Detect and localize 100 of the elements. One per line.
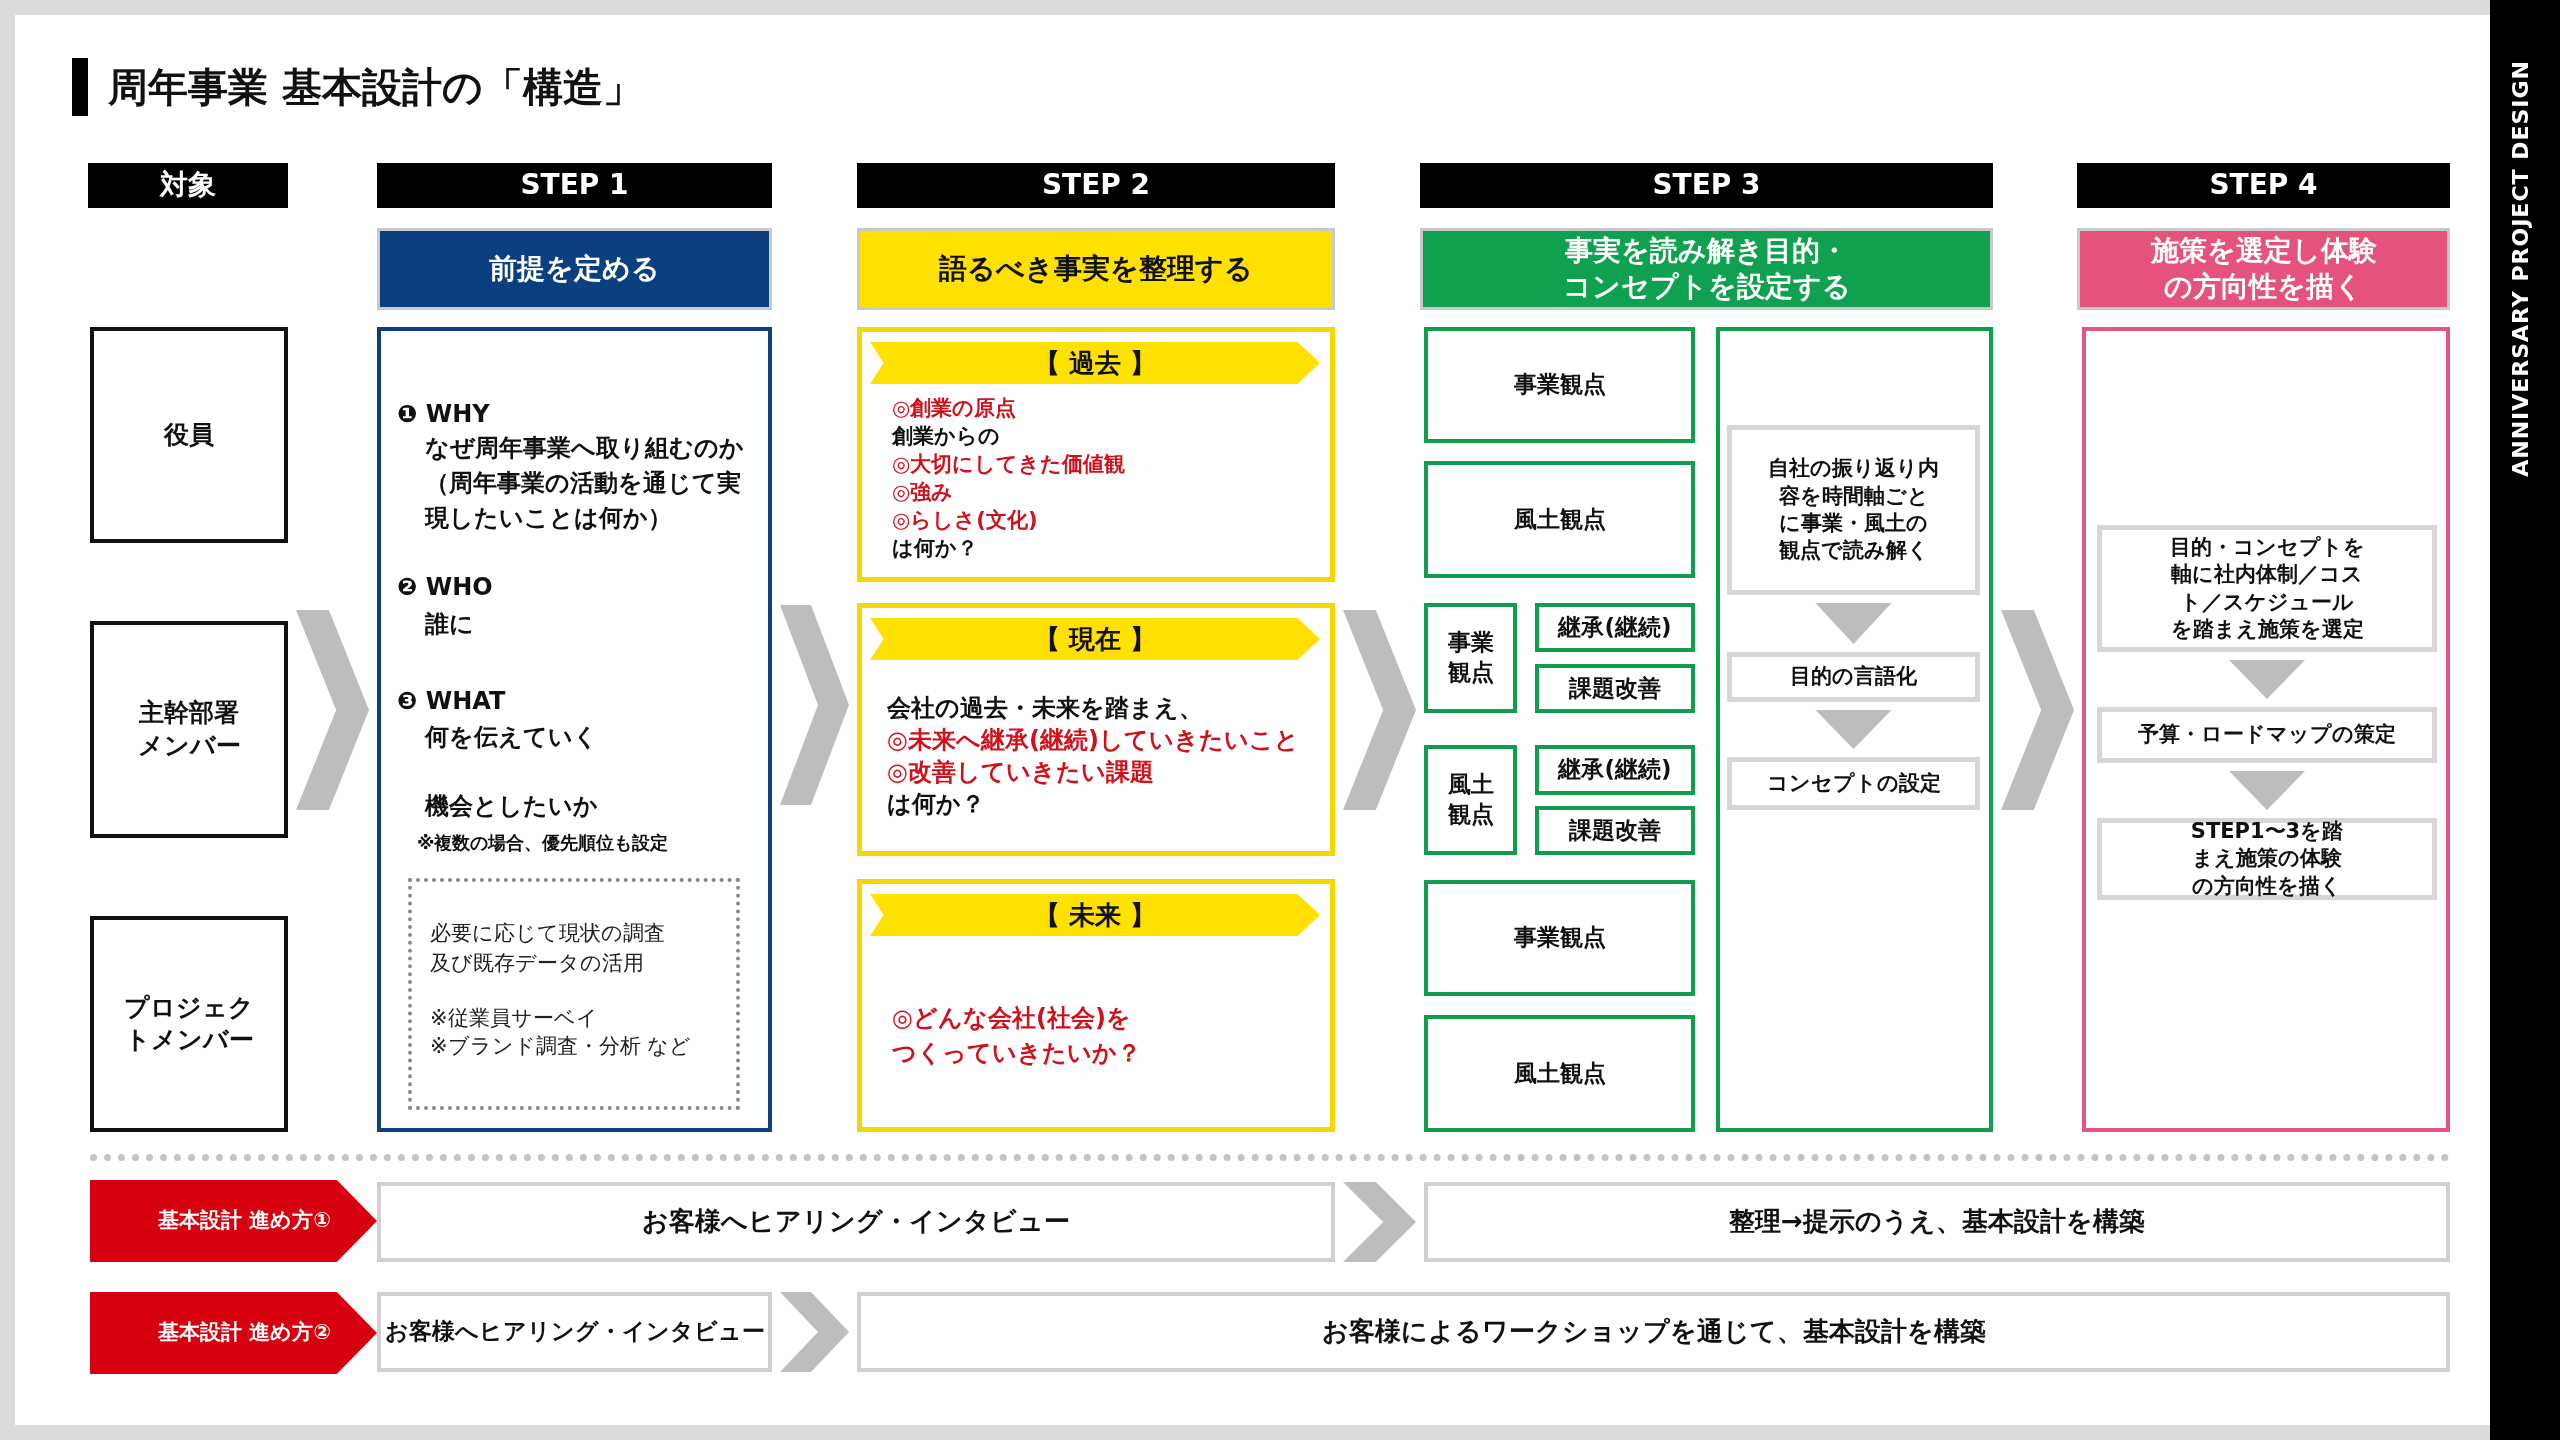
- step-panel: [377, 327, 772, 1132]
- note-text: ※ブランド調査・分析 など: [430, 1033, 693, 1060]
- column-title: STEP 2: [1041, 167, 1151, 204]
- step-heading-box: [377, 228, 772, 310]
- step-title: 事実を読み解き目的・コンセプトを設定する: [1561, 232, 1852, 305]
- process-box: [1424, 1182, 2450, 1262]
- list-line: ◎大切にしてきた価値観: [892, 451, 1127, 478]
- process-text: コンセプトの設定: [1766, 769, 1941, 797]
- list-line: ◎らしさ(文化): [892, 507, 1039, 534]
- chevron-arrow: [296, 610, 369, 810]
- process-box: [377, 1182, 1335, 1262]
- item-text: 機会としたいか: [425, 791, 599, 822]
- process-text: お客様へヒアリング・インタビュー: [384, 1317, 765, 1347]
- list-line: 創業からの: [892, 423, 1001, 450]
- column-header: [88, 163, 288, 208]
- process-box: [2097, 818, 2437, 900]
- viewpoint-box: [1424, 745, 1517, 855]
- viewpoint-box: [1424, 1015, 1695, 1132]
- column-title: STEP 3: [1652, 167, 1761, 204]
- arrow-tag: [90, 1292, 377, 1374]
- topic-panel: [857, 879, 1335, 1132]
- role-box: [90, 916, 288, 1132]
- column-header: [377, 163, 772, 208]
- heading-banner: 【 過去 】: [870, 342, 1320, 384]
- item-heading: ❷ WHO: [397, 572, 494, 603]
- process-box: [857, 1292, 2450, 1372]
- process-text: お客様によるワークショップを通じて、基本設計を構築: [1321, 1315, 1986, 1349]
- viewpoint-label: 風土観点: [1446, 770, 1495, 829]
- process-text: 予算・ロードマップの策定: [2138, 721, 2396, 749]
- note-text: ※複数の場合、優先順位も設定: [417, 831, 670, 855]
- process-text: 目的の言語化: [1790, 663, 1917, 691]
- viewpoint-label: 課題改善: [1569, 815, 1661, 845]
- chevron-arrow: [1343, 610, 1416, 810]
- step-panel: [1716, 327, 1993, 1132]
- process-box: [1727, 425, 1980, 595]
- column-title: STEP 1: [520, 167, 629, 204]
- step-title: 語るべき事実を整理する: [939, 250, 1253, 287]
- viewpoint-box: [1424, 327, 1695, 443]
- tag-text: 基本設計 進め方②: [157, 1319, 332, 1347]
- viewpoint-label: 継承(継続): [1558, 612, 1672, 642]
- viewpoint-label: 風土観点: [1513, 1058, 1606, 1088]
- step-panel: [2082, 327, 2450, 1132]
- chevron-arrow: [1343, 1182, 1416, 1262]
- role-label: プロジェクトメンバー: [123, 991, 255, 1056]
- list-line: ◎未来へ継承(継続)していきたいこと: [887, 725, 1300, 756]
- viewpoint-box: [1535, 664, 1695, 713]
- viewpoint-label: 課題改善: [1569, 673, 1661, 703]
- note-text: ※従業員サーベイ: [430, 1005, 599, 1032]
- topic-panel: [857, 603, 1335, 856]
- viewpoint-label: 事業観点: [1513, 923, 1606, 953]
- note-text: 必要に応じて現状の調査及び既存データの活用: [430, 920, 666, 978]
- chevron-arrow: [780, 605, 849, 805]
- process-box: [2097, 525, 2437, 652]
- step-heading-box: [2077, 228, 2450, 310]
- process-box: [1727, 757, 1980, 810]
- column-header: [2077, 163, 2450, 208]
- page-title: 周年事業 基本設計の「構造」: [108, 63, 643, 112]
- column-header: [1420, 163, 1993, 208]
- item-heading: ❶ WHY: [397, 399, 491, 430]
- process-text: 整理→提示のうえ、基本設計を構築: [1729, 1205, 2145, 1239]
- triangle-arrow: [1815, 710, 1892, 749]
- list-line: は何か？: [887, 789, 986, 820]
- item-text: 誰に: [425, 609, 475, 640]
- step-title: 施策を選定し体験の方向性を描く: [2149, 232, 2378, 305]
- list-line: ◎どんな会社(社会)をつくっていきたいか？: [892, 1003, 1142, 1069]
- viewpoint-box: [1424, 461, 1695, 578]
- list-line: ◎改善していきたい課題: [887, 757, 1155, 788]
- column-header: [857, 163, 1335, 208]
- heading-banner: 【 現在 】: [870, 618, 1320, 660]
- step-heading-box: [857, 228, 1335, 310]
- side-label: ANNIVERSARY PROJECT DESIGN: [2508, 60, 2533, 477]
- process-text: STEP1〜3を踏まえ施策の体験の方向性を描く: [2189, 818, 2345, 900]
- tag-text: 基本設計 進め方①: [157, 1207, 332, 1235]
- viewpoint-label: 事業観点: [1446, 628, 1495, 687]
- viewpoint-box: [1535, 603, 1695, 652]
- triangle-arrow: [2229, 771, 2305, 810]
- chevron-arrow: [780, 1292, 849, 1372]
- role-box: [90, 327, 288, 543]
- arrow-tag: [90, 1180, 377, 1262]
- viewpoint-box: [1535, 806, 1695, 855]
- role-label: 役員: [164, 418, 214, 451]
- process-text: お客様へヒアリング・インタビュー: [642, 1205, 1070, 1239]
- list-line: ◎強み: [892, 479, 955, 506]
- item-heading: ❸ WHAT: [397, 686, 507, 717]
- viewpoint-label: 風土観点: [1513, 504, 1606, 534]
- note-box: [408, 878, 740, 1110]
- topic-panel: [857, 327, 1335, 582]
- list-line: は何か？: [892, 535, 979, 562]
- viewpoint-label: 事業観点: [1513, 370, 1606, 400]
- item-text: 何を伝えていく: [425, 722, 599, 753]
- heading-banner: 【 未来 】: [870, 894, 1320, 936]
- list-line: ◎創業の原点: [892, 395, 1018, 422]
- triangle-arrow: [2229, 660, 2305, 699]
- viewpoint-box: [1424, 880, 1695, 996]
- list-line: 会社の過去・未来を踏まえ、: [887, 693, 1204, 724]
- process-box: [2097, 707, 2437, 763]
- column-title: STEP 4: [2209, 167, 2318, 204]
- process-text: 自社の振り返り内容を時間軸ごとに事業・風土の観点で読み解く: [1767, 455, 1940, 565]
- viewpoint-label: 継承(継続): [1558, 755, 1672, 785]
- column-title: 対象: [160, 167, 216, 204]
